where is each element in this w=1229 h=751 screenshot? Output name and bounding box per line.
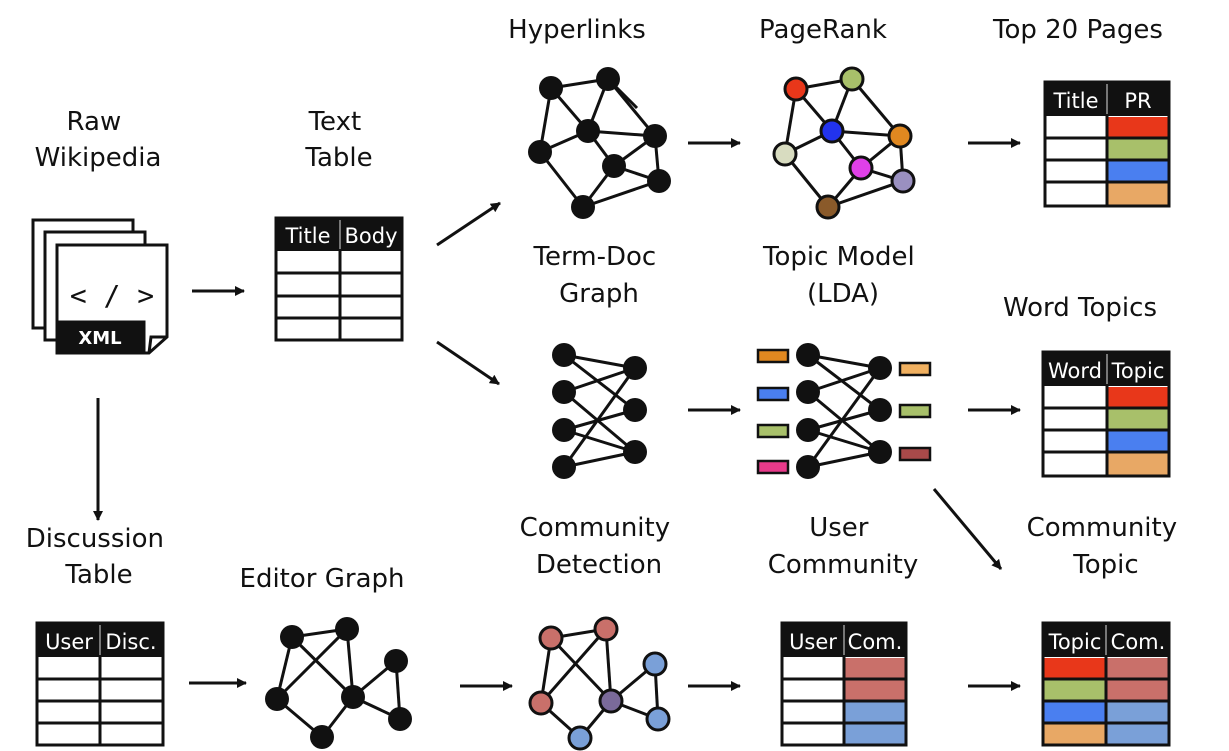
- word-topics-header-word: Word: [1048, 359, 1102, 383]
- label-pagerank: PageRank: [759, 15, 887, 45]
- label-top-pages: Top 20 Pages: [992, 15, 1163, 45]
- label-community-detection: Community Detection: [520, 513, 679, 580]
- label-hyperlinks: Hyperlinks: [508, 15, 646, 45]
- pagerank-cell-red: [1107, 117, 1169, 138]
- hyperlinks-graph: [528, 67, 671, 219]
- label-user-community: User Community: [768, 513, 918, 580]
- community-topic-header-com: Com.: [1111, 630, 1166, 654]
- pagerank-graph: [772, 66, 916, 220]
- arrow-topic-model-to-community-topic: [932, 488, 1003, 570]
- label-community-topic: Community Topic: [1027, 513, 1186, 580]
- pagerank-cell-orange: [1107, 182, 1169, 205]
- user-community-table: [780, 621, 908, 747]
- pagerank-cell-green: [1107, 138, 1169, 160]
- xml-code-symbol: < / >: [70, 279, 154, 312]
- community-cell-red-1: [844, 658, 906, 679]
- arrow-text-table-to-hyperlinks: [436, 201, 501, 247]
- discussion-header-disc: Disc.: [105, 630, 156, 654]
- topic-cell-red: [1107, 387, 1169, 408]
- top-pages-table: [1043, 80, 1171, 208]
- xml-badge: XML: [78, 328, 121, 349]
- label-term-doc: Term-Doc Graph: [533, 242, 665, 309]
- label-discussion-table: Discussion Table: [26, 524, 173, 590]
- word-topics-header-topic: Topic: [1111, 359, 1165, 383]
- discussion-header-user: User: [45, 630, 93, 654]
- editor-graph: [265, 617, 412, 749]
- arrow-text-table-to-term-doc: [436, 340, 500, 386]
- user-community-header-com: Com.: [848, 630, 903, 654]
- topic-cell-blue: [1107, 430, 1169, 452]
- pagerank-cell-blue: [1107, 160, 1169, 182]
- term-doc-graph: [552, 343, 647, 479]
- text-table-header-body: Body: [344, 224, 397, 248]
- label-raw-wikipedia: Raw Wikipedia: [35, 107, 162, 173]
- top-pages-header-pr: PR: [1124, 89, 1151, 113]
- label-topic-model: Topic Model (LDA): [762, 242, 923, 309]
- user-community-header-user: User: [789, 630, 837, 654]
- community-topic-table: [1041, 621, 1171, 747]
- topic-cell-orange: [1107, 452, 1169, 475]
- topic-cell-green: [1107, 408, 1169, 430]
- community-detection-graph: [528, 616, 671, 751]
- discussion-table: [35, 621, 165, 747]
- top-pages-header-title: Title: [1052, 89, 1098, 113]
- community-cell-blue-1: [844, 701, 906, 723]
- community-cell-red-2: [844, 679, 906, 701]
- community-topic-header-topic: Topic: [1048, 630, 1102, 654]
- label-editor-graph: Editor Graph: [240, 564, 405, 594]
- text-table-header-title: Title: [284, 224, 330, 248]
- xml-document-stack-icon: [31, 218, 169, 355]
- label-text-table: Text Table: [304, 107, 372, 173]
- text-table: [274, 216, 404, 342]
- topic-model-graph: [756, 343, 932, 479]
- community-cell-blue-2: [844, 723, 906, 745]
- word-topics-table: [1041, 350, 1171, 478]
- label-word-topics: Word Topics: [1003, 293, 1157, 323]
